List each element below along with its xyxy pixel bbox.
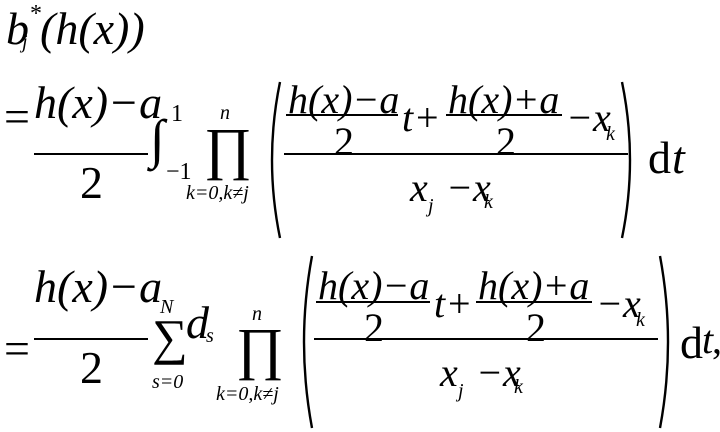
sum-upper-limit: N — [160, 296, 174, 318]
inner-fraction-bar-a — [316, 301, 430, 303]
t-variable: t — [402, 95, 414, 140]
lhs-argument: (h(x)) — [40, 3, 145, 54]
sum-sign: ∑ — [152, 309, 188, 365]
den-minus-x: −x — [476, 350, 521, 395]
inner-denominator-b: 2 — [526, 305, 546, 350]
den-x: x — [440, 350, 458, 395]
ds-subscript: s — [206, 325, 214, 347]
trailing-comma: , — [712, 320, 720, 360]
integral-upper-limit: 1 — [171, 101, 183, 127]
x-subscript-k: k — [606, 123, 615, 145]
main-fraction-bar — [314, 338, 658, 340]
sum-lower-limit: s=0 — [152, 371, 184, 393]
lhs-superscript: * — [30, 1, 42, 27]
inner-denominator-a: 2 — [364, 305, 384, 350]
den-subscript-j: j — [428, 195, 434, 217]
inner-fraction-bar-b — [476, 301, 592, 303]
inner-fraction-bar-a — [286, 114, 398, 116]
integral-sign: ∫ — [150, 109, 165, 169]
product-upper-limit: n — [252, 303, 262, 325]
den-subscript-k: k — [484, 191, 493, 213]
product-lower-limit: k=0,k≠j — [216, 383, 279, 405]
inner-numerator-a: h(x)−a — [288, 77, 400, 122]
differential-d: d — [680, 317, 703, 368]
t-variable: t — [434, 281, 446, 326]
den-subscript-j: j — [458, 380, 464, 402]
inner-numerator-b: h(x)+a — [478, 263, 590, 308]
x-subscript-k: k — [636, 309, 645, 331]
left-paren-icon — [270, 81, 282, 239]
plus-sign: + — [448, 281, 471, 326]
product-sign: ∏ — [236, 316, 284, 381]
product-upper-limit: n — [220, 102, 230, 124]
left-paren-icon — [302, 255, 314, 429]
inner-denominator-a: 2 — [334, 119, 354, 164]
den-minus-x: −x — [446, 165, 491, 210]
coef-numerator: h(x)−a — [34, 77, 163, 128]
inner-numerator-b: h(x)+a — [448, 77, 560, 122]
fraction-bar — [34, 338, 148, 340]
right-paren-icon — [620, 81, 632, 239]
product-sign: ∏ — [204, 116, 252, 181]
lhs-symbol: b — [6, 3, 29, 54]
inner-denominator-b: 2 — [496, 119, 516, 164]
integral-lower-limit: −1 — [166, 159, 192, 185]
den-x: x — [410, 165, 428, 210]
coef-denominator: 2 — [80, 157, 103, 208]
inner-numerator-a: h(x)−a — [318, 263, 430, 308]
lhs-subscript: j — [22, 31, 28, 53]
minus-x: −x — [566, 95, 611, 140]
equals-sign: = — [4, 91, 30, 142]
differential-t: t — [702, 317, 714, 362]
plus-sign: + — [416, 95, 439, 140]
differential-t: t — [672, 132, 685, 183]
den-subscript-k: k — [514, 376, 523, 398]
fraction-bar — [34, 153, 148, 155]
ds-symbol: d — [186, 297, 209, 348]
coef-numerator: h(x)−a — [34, 261, 163, 312]
coef-denominator: 2 — [80, 342, 103, 393]
main-fraction-bar — [284, 153, 628, 155]
product-lower-limit: k=0,k≠j — [186, 182, 249, 204]
right-paren-icon — [658, 255, 670, 429]
minus-x: −x — [596, 281, 641, 326]
equals-sign: = — [4, 323, 30, 374]
differential-d: d — [648, 132, 671, 183]
inner-fraction-bar-b — [446, 114, 562, 116]
